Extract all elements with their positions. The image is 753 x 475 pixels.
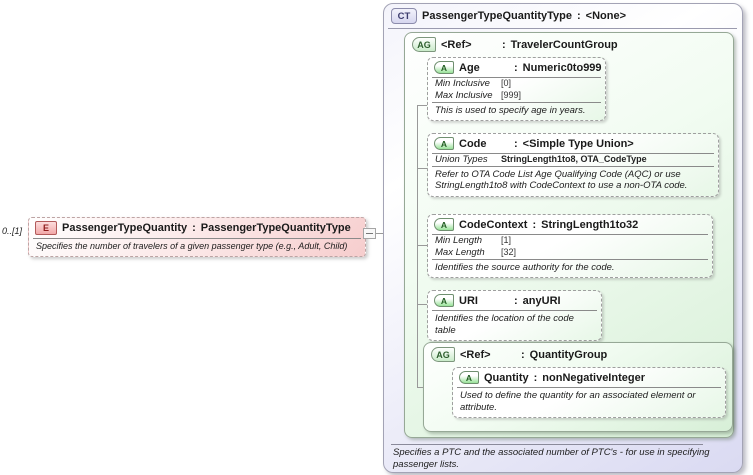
attributegroup-type: TravelerCountGroup <box>510 38 618 51</box>
attribute-type: <Simple Type Union> <box>522 137 634 150</box>
divider <box>432 153 714 154</box>
attribute-annotation: Refer to OTA Code List Age Qualifying Co… <box>435 168 688 192</box>
attributegroup-title-row[interactable]: AG <Ref> : QuantityGroup <box>424 343 732 366</box>
complextype-badge-icon: CT <box>391 8 417 24</box>
attributegroup-title-row[interactable]: AG <Ref> : TravelerCountGroup <box>405 33 733 56</box>
facet-value: [32] <box>501 246 517 257</box>
attributegroup-ref: <Ref> <box>441 38 472 51</box>
complextype-box: CT PassengerTypeQuantityType : <None> AG… <box>383 3 743 473</box>
facet-label: Max Inclusive <box>435 89 493 101</box>
attribute-name: Code <box>459 137 487 150</box>
collapse-handle[interactable] <box>363 228 376 239</box>
attribute-type: nonNegativeInteger <box>542 371 645 384</box>
attributegroup-box-quantitygroup: AG <Ref> : QuantityGroup A Quantity : no… <box>423 342 733 432</box>
attribute-annotation: Identifies the source authority for the … <box>435 261 615 273</box>
type-separator: : <box>514 294 518 307</box>
attribute-badge-icon: A <box>434 294 454 307</box>
attribute-box-age[interactable]: A Age : Numeric0to999 Min Inclusive [0] … <box>427 57 606 122</box>
attribute-name: CodeContext <box>459 218 528 231</box>
attribute-box-uri[interactable]: A URI : anyURI Identifies the location o… <box>427 290 602 342</box>
type-separator: : <box>514 137 518 150</box>
attribute-box-quantity[interactable]: A Quantity : nonNegativeInteger Used to … <box>452 367 726 419</box>
attributegroup-badge-icon: AG <box>412 37 436 52</box>
type-separator: : <box>192 222 196 234</box>
attribute-title-row[interactable]: A CodeContext : StringLength1to32 <box>428 215 712 234</box>
attribute-type: Numeric0to999 <box>522 61 602 74</box>
tree-spine <box>417 105 418 388</box>
attribute-title-row[interactable]: A URI : anyURI <box>428 291 601 310</box>
facet-row: Min Inclusive [0] <box>428 78 605 90</box>
facet-row: Min Length [1] <box>428 235 712 247</box>
attribute-badge-icon: A <box>434 61 454 74</box>
attribute-name: Age <box>459 61 480 74</box>
divider <box>457 387 721 388</box>
attribute-box-codecontext[interactable]: A CodeContext : StringLength1to32 Min Le… <box>427 214 713 279</box>
element-title-row[interactable]: E PassengerTypeQuantity : PassengerTypeQ… <box>29 218 365 238</box>
divider <box>432 258 708 260</box>
attributegroup-type: QuantityGroup <box>529 348 608 361</box>
type-separator: : <box>533 371 538 384</box>
attribute-badge-icon: A <box>434 137 454 150</box>
attribute-title-row[interactable]: A Age : Numeric0to999 <box>428 58 605 77</box>
type-separator: : <box>532 218 537 231</box>
type-separator: : <box>576 10 581 22</box>
facet-value: StringLength1to8, OTA_CodeType <box>501 154 647 164</box>
attribute-annotation: Used to define the quantity for an assoc… <box>460 390 696 413</box>
minus-icon <box>366 233 373 234</box>
attributegroup-box-travelercountgroup: AG <Ref> : TravelerCountGroup A Age : Nu… <box>404 32 734 438</box>
attribute-name: Quantity <box>484 371 529 384</box>
attribute-title-row[interactable]: A Code : <Simple Type Union> <box>428 134 718 153</box>
attributegroup-ref: <Ref> <box>460 348 491 361</box>
facet-value: [0] <box>501 78 512 88</box>
facet-label: Min Inclusive <box>435 78 490 89</box>
attribute-box-code[interactable]: A Code : <Simple Type Union> Union Types… <box>427 133 719 198</box>
divider <box>432 234 708 235</box>
tree-stub-age <box>417 105 427 106</box>
complextype-title-row[interactable]: CT PassengerTypeQuantityType : <None> <box>384 4 742 28</box>
element-badge-icon: E <box>35 221 57 235</box>
facet-value: [999] <box>501 89 522 100</box>
header-divider <box>388 28 737 29</box>
tree-stub-code <box>417 168 427 169</box>
divider <box>432 101 601 103</box>
attribute-annotation: This is used to specify age in years. <box>435 104 586 116</box>
type-separator: : <box>514 61 518 74</box>
element-annotation: Specifies the number of travelers of a g… <box>36 241 348 251</box>
type-separator: : <box>502 38 506 51</box>
cardinality-label: 0..[1] <box>2 226 23 236</box>
attribute-type: StringLength1to32 <box>541 218 639 231</box>
attributegroup-badge-icon: AG <box>431 347 455 362</box>
divider <box>432 77 601 78</box>
attribute-annotation: Identifies the location of the code tabl… <box>435 313 574 336</box>
element-box-passengertypequantity[interactable]: E PassengerTypeQuantity : PassengerTypeQ… <box>28 217 366 257</box>
connector-line <box>376 233 384 234</box>
annotation-divider <box>391 444 703 445</box>
tree-stub-codecontext <box>417 245 427 246</box>
divider <box>33 238 361 239</box>
attribute-type: anyURI <box>522 294 561 307</box>
complextype-annotation: Specifies a PTC and the associated numbe… <box>393 447 710 470</box>
facet-row: Max Inclusive [999] <box>428 90 605 102</box>
complextype-base: <None> <box>585 10 627 22</box>
attribute-badge-icon: A <box>434 218 454 231</box>
facet-label: Min Length <box>435 235 483 246</box>
element-name: PassengerTypeQuantity <box>62 222 188 234</box>
attribute-title-row[interactable]: A Quantity : nonNegativeInteger <box>453 368 725 387</box>
facet-label: Max Length <box>435 246 485 258</box>
facet-value: [1] <box>501 235 512 245</box>
tree-stub-uri <box>417 304 427 305</box>
type-separator: : <box>521 348 525 361</box>
facet-row: Union Types StringLength1to8, OTA_CodeTy… <box>428 154 718 166</box>
element-type: PassengerTypeQuantityType <box>200 222 351 234</box>
facet-row: Max Length [32] <box>428 247 712 259</box>
attribute-name: URI <box>459 294 478 307</box>
complextype-name: PassengerTypeQuantityType <box>422 10 572 22</box>
divider <box>432 310 597 311</box>
divider <box>432 165 714 167</box>
facet-label: Union Types <box>435 154 488 165</box>
attribute-badge-icon: A <box>459 371 479 384</box>
